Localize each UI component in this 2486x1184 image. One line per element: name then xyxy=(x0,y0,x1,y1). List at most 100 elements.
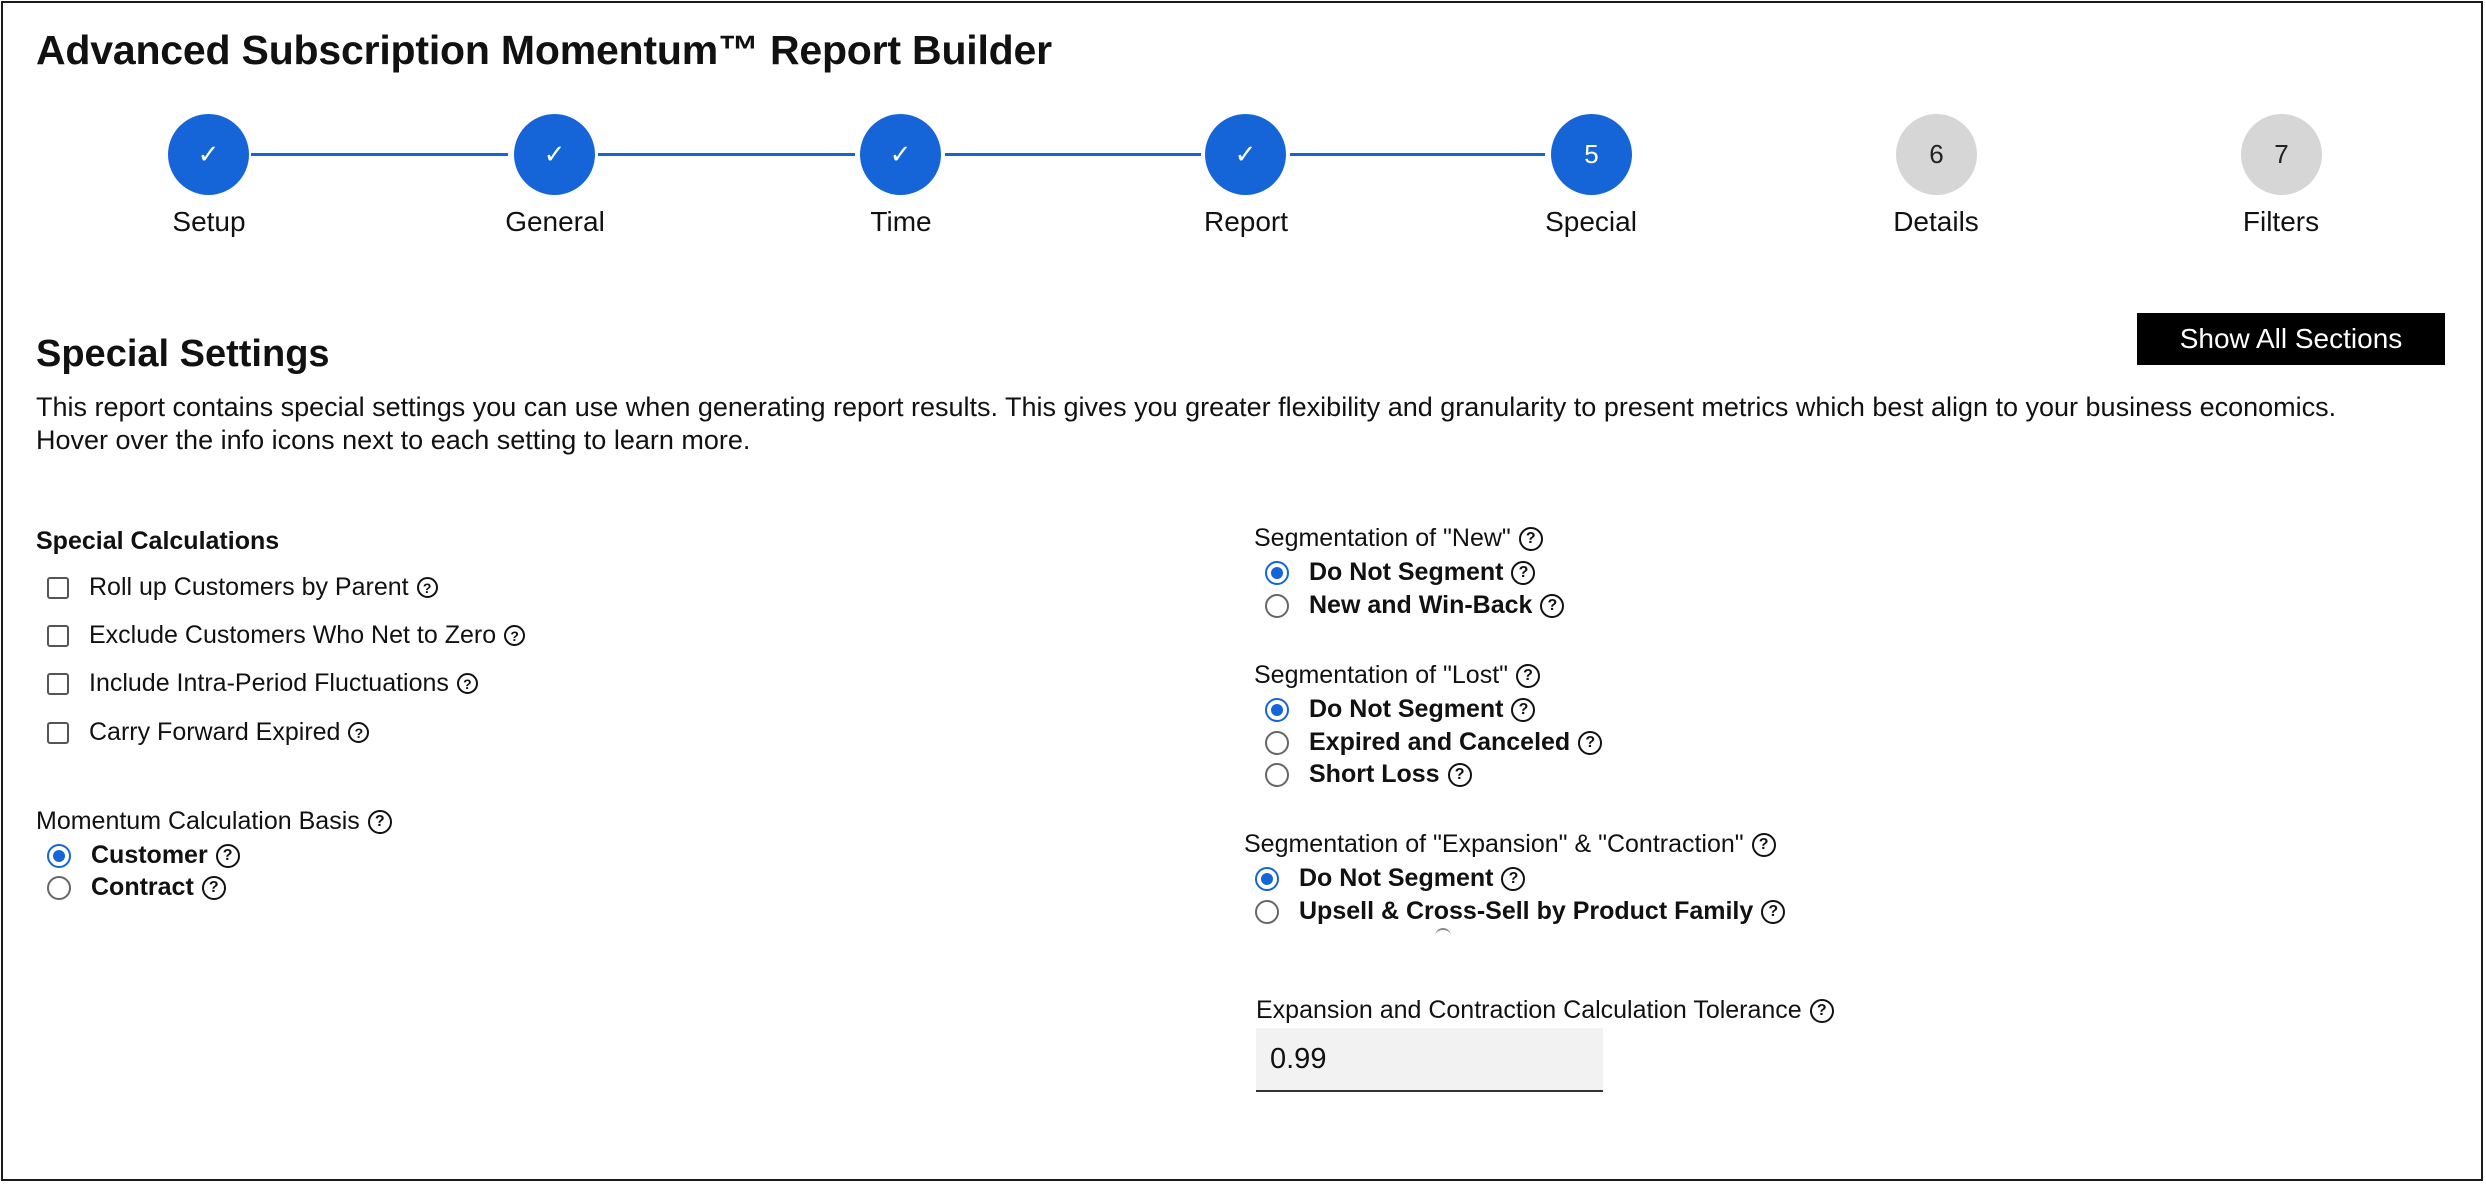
upsell-cross-sell-radio[interactable] xyxy=(1255,899,1279,924)
seg-lost-heading-row: Segmentation of "Lost" ? xyxy=(1254,661,1541,690)
help-icon[interactable]: ? xyxy=(348,722,370,743)
help-icon[interactable]: ? xyxy=(504,625,526,646)
checkmark-icon: ✓ xyxy=(889,139,912,169)
checkbox-row-intra-period[interactable]: Include Intra-Period Fluctuations ? xyxy=(47,669,478,698)
help-icon[interactable]: ? xyxy=(1578,730,1603,755)
seg-expansion-heading: Segmentation of "Expansion" & "Contracti… xyxy=(1244,830,1744,858)
lost-do-not-segment-label: Do Not Segment xyxy=(1309,695,1504,723)
upsell-cross-sell-label: Upsell & Cross-Sell by Product Family xyxy=(1299,897,1754,925)
intra-period-label: Include Intra-Period Fluctuations xyxy=(89,669,449,697)
tolerance-input[interactable] xyxy=(1256,1028,1603,1092)
seg-lost-heading: Segmentation of "Lost" xyxy=(1254,661,1509,689)
radio-row-contract[interactable]: Contract ? xyxy=(47,873,226,902)
new-win-back-radio[interactable] xyxy=(1265,593,1289,618)
checkmark-icon: ✓ xyxy=(543,139,566,169)
roll-up-checkbox[interactable] xyxy=(47,576,69,599)
seg-expansion-heading-row: Segmentation of "Expansion" & "Contracti… xyxy=(1244,830,1776,859)
seg-new-heading: Segmentation of "New" xyxy=(1254,524,1511,552)
help-icon[interactable]: ? xyxy=(1516,663,1541,688)
step-label-details: Details xyxy=(1893,206,1979,237)
step-label-general: General xyxy=(505,206,605,237)
step-label-special: Special xyxy=(1545,206,1637,237)
radio-row-new-win-back[interactable]: New and Win-Back ? xyxy=(1265,591,1565,620)
section-title: Special Settings xyxy=(36,333,330,375)
radio-row-lost-do-not-segment[interactable]: Do Not Segment ? xyxy=(1265,695,1536,724)
step-label-filters: Filters xyxy=(2242,206,2320,237)
checkbox-row-carry-forward[interactable]: Carry Forward Expired ? xyxy=(47,718,370,747)
carry-forward-checkbox[interactable] xyxy=(47,721,69,744)
seg-new-heading-row: Segmentation of "New" ? xyxy=(1254,524,1543,553)
description-line: Hover over the info icons next to each s… xyxy=(36,425,751,455)
help-icon[interactable]: ? xyxy=(1540,593,1565,618)
help-icon[interactable]: ? xyxy=(367,809,392,834)
clipped-content-edge xyxy=(1435,928,1451,936)
radio-row-expired-canceled[interactable]: Expired and Canceled ? xyxy=(1265,728,1603,757)
short-loss-radio[interactable] xyxy=(1265,762,1289,787)
contract-radio[interactable] xyxy=(47,875,71,900)
step-6-details[interactable]: 6 xyxy=(1896,114,1977,195)
radio-row-expansion-do-not-segment[interactable]: Do Not Segment ? xyxy=(1255,864,1526,893)
help-icon[interactable]: ? xyxy=(416,577,438,598)
lost-do-not-segment-radio[interactable] xyxy=(1265,697,1289,722)
step-5-special[interactable]: 5 xyxy=(1551,114,1632,195)
new-win-back-label: New and Win-Back xyxy=(1309,591,1533,619)
step-connector xyxy=(251,153,508,156)
radio-row-short-loss[interactable]: Short Loss ? xyxy=(1265,760,1472,789)
checkbox-row-exclude-net-zero[interactable]: Exclude Customers Who Net to Zero ? xyxy=(47,621,526,650)
roll-up-label: Roll up Customers by Parent xyxy=(89,573,409,601)
intra-period-checkbox[interactable] xyxy=(47,672,69,695)
momentum-basis-heading-row: Momentum Calculation Basis ? xyxy=(36,807,392,836)
expansion-do-not-segment-radio[interactable] xyxy=(1255,866,1279,891)
checkmark-icon: ✓ xyxy=(1234,139,1257,169)
step-7-filters[interactable]: 7 xyxy=(2241,114,2322,195)
contract-label: Contract xyxy=(91,873,194,901)
step-number: 6 xyxy=(1929,139,1944,169)
radio-row-new-do-not-segment[interactable]: Do Not Segment ? xyxy=(1265,558,1536,587)
description-line: This report contains special settings yo… xyxy=(36,392,2337,422)
radio-row-upsell-cross-sell[interactable]: Upsell & Cross-Sell by Product Family ? xyxy=(1255,897,1786,926)
help-icon[interactable]: ? xyxy=(1761,899,1786,924)
tolerance-heading: Expansion and Contraction Calculation To… xyxy=(1256,996,1802,1024)
step-3-time[interactable]: ✓ xyxy=(860,114,941,195)
help-icon[interactable]: ? xyxy=(1751,832,1776,857)
help-icon[interactable]: ? xyxy=(215,843,240,868)
expired-canceled-label: Expired and Canceled xyxy=(1309,728,1571,756)
help-icon[interactable]: ? xyxy=(1501,866,1526,891)
radio-row-customer[interactable]: Customer ? xyxy=(47,841,240,870)
expansion-do-not-segment-label: Do Not Segment xyxy=(1299,864,1494,892)
short-loss-label: Short Loss xyxy=(1309,760,1440,788)
checkmark-icon: ✓ xyxy=(197,139,220,169)
help-icon[interactable]: ? xyxy=(1518,526,1543,551)
step-4-report[interactable]: ✓ xyxy=(1205,114,1286,195)
help-icon[interactable]: ? xyxy=(1447,762,1472,787)
step-number: 5 xyxy=(1584,139,1599,169)
show-all-sections-button[interactable]: Show All Sections xyxy=(2137,313,2445,365)
step-connector xyxy=(598,153,855,156)
checkbox-row-roll-up[interactable]: Roll up Customers by Parent ? xyxy=(47,573,438,602)
step-1-setup[interactable]: ✓ xyxy=(168,114,249,195)
exclude-net-zero-checkbox[interactable] xyxy=(47,624,69,647)
step-connector xyxy=(945,153,1201,156)
new-do-not-segment-radio[interactable] xyxy=(1265,560,1289,585)
new-do-not-segment-label: Do Not Segment xyxy=(1309,558,1504,586)
step-label-setup: Setup xyxy=(172,206,246,237)
step-number: 7 xyxy=(2274,139,2289,169)
exclude-net-zero-label: Exclude Customers Who Net to Zero xyxy=(89,621,497,649)
step-label-report: Report xyxy=(1203,206,1289,237)
carry-forward-label: Carry Forward Expired xyxy=(89,718,341,746)
step-2-general[interactable]: ✓ xyxy=(514,114,595,195)
help-icon[interactable]: ? xyxy=(1809,998,1834,1023)
section-description: This report contains special settings yo… xyxy=(36,391,2456,457)
expired-canceled-radio[interactable] xyxy=(1265,730,1289,755)
tolerance-heading-row: Expansion and Contraction Calculation To… xyxy=(1256,996,1834,1025)
help-icon[interactable]: ? xyxy=(1511,560,1536,585)
customer-radio[interactable] xyxy=(47,843,71,868)
help-icon[interactable]: ? xyxy=(456,673,478,694)
step-connector xyxy=(1290,153,1545,156)
help-icon[interactable]: ? xyxy=(201,875,226,900)
customer-label: Customer xyxy=(91,841,208,869)
special-calculations-heading: Special Calculations xyxy=(36,527,280,555)
help-icon[interactable]: ? xyxy=(1511,697,1536,722)
step-label-time: Time xyxy=(870,206,932,237)
